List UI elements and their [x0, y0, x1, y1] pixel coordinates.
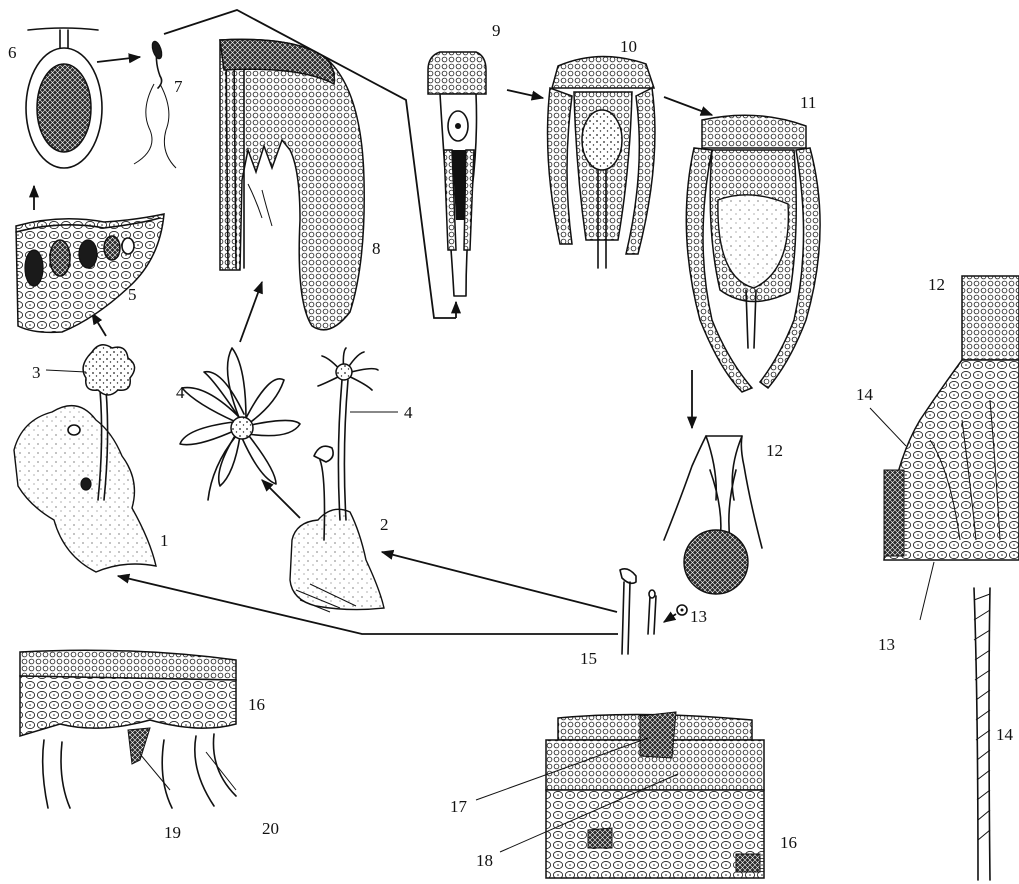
label-14-top: 14 [856, 385, 874, 404]
figure-11-sporogonium [686, 115, 820, 392]
figure-10-embryo-in-archegonium [548, 56, 655, 268]
label-11: 11 [800, 93, 816, 112]
figure-5-receptacle-section [16, 214, 164, 332]
figure-9-archegonium [428, 52, 486, 296]
label-16-left: 16 [248, 695, 265, 714]
figure-1-female-thallus [14, 390, 156, 572]
label-18: 18 [476, 851, 493, 870]
label-7: 7 [174, 77, 183, 96]
label-3: 3 [32, 363, 41, 382]
figure-6-spore-cell [26, 28, 102, 168]
arrow-15-to-2 [382, 552, 617, 612]
label-1: 1 [160, 531, 169, 550]
figure-14-elater [974, 588, 990, 880]
arrow-13-pointer [664, 614, 676, 622]
figure-4-antheridiophore-side [318, 348, 398, 412]
figure-3-archegoniophore-head [46, 345, 135, 395]
figure-8-antheridial-section [220, 39, 364, 329]
label-17: 17 [450, 797, 468, 816]
label-8: 8 [372, 239, 381, 258]
label-12-right: 12 [928, 275, 945, 294]
label-6: 6 [8, 43, 17, 62]
arrow-10-to-11 [664, 97, 712, 115]
arrow-6-to-7 [97, 57, 140, 62]
figure-labels: 6 7 8 9 10 11 5 3 4 4 1 2 12 12 14 14 13… [8, 21, 1014, 870]
label-5: 5 [128, 285, 137, 304]
label-4-right: 4 [404, 403, 413, 422]
figure-16-thallus-section-left [20, 650, 236, 808]
arrow-4-to-8 [240, 282, 262, 342]
figure-2-male-thallus [290, 380, 384, 612]
label-15: 15 [580, 649, 597, 668]
label-12-center: 12 [766, 441, 783, 460]
figure-12-open-capsule [664, 436, 762, 594]
figure-12-capsule-wall-detail [870, 276, 1019, 620]
arrow-3-to-5 [92, 313, 106, 336]
label-4-left: 4 [176, 383, 185, 402]
figure-13-spore [677, 605, 687, 615]
arrow-9-to-10 [507, 90, 543, 98]
figure-15-germinating-spore [620, 569, 656, 654]
arrow-2-to-4 [262, 480, 300, 518]
figure-4-antheridiophore-top [180, 348, 300, 500]
label-2: 2 [380, 515, 389, 534]
figure-7-sperm [134, 40, 176, 168]
label-16-right: 16 [780, 833, 797, 852]
label-20: 20 [262, 819, 279, 838]
figure-16-thallus-section-right [476, 712, 764, 878]
label-14-bottom: 14 [996, 725, 1014, 744]
label-19: 19 [164, 823, 181, 842]
label-13-center: 13 [690, 607, 707, 626]
label-9: 9 [492, 21, 501, 40]
label-13-right: 13 [878, 635, 895, 654]
label-10: 10 [620, 37, 637, 56]
